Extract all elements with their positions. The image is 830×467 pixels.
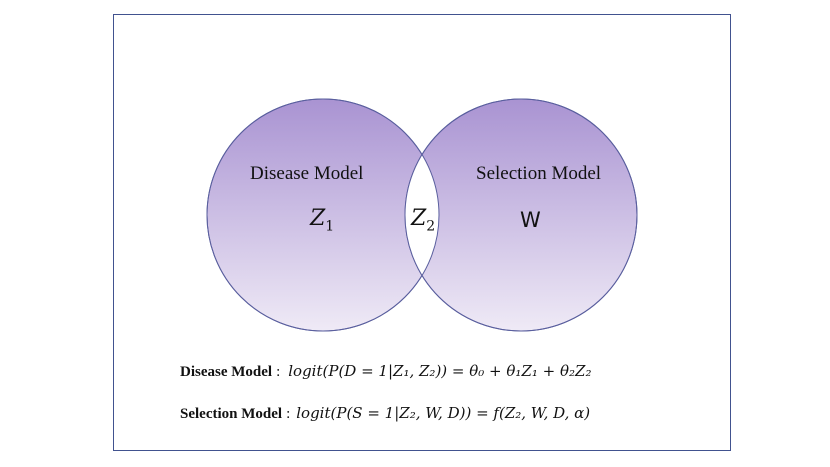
disease-model-equation: Disease Model: logit(P(D = 1|Z₁, Z₂)) = θ… bbox=[180, 362, 591, 381]
equation-formula: logit(P(S = 1|Z₂, W, D)) = f(Z₂, W, D, α… bbox=[296, 404, 591, 422]
z1-subscript: 1 bbox=[325, 218, 335, 235]
z2-base: Z bbox=[411, 206, 427, 231]
disease-model-outline bbox=[206, 98, 440, 332]
selection-model-label: Selection Model bbox=[476, 163, 602, 184]
z2-variable: Z2 bbox=[411, 206, 435, 234]
equation-label: Selection Model bbox=[180, 406, 283, 422]
selection-model-outline bbox=[404, 98, 638, 332]
z2-subscript: 2 bbox=[426, 218, 436, 235]
z1-base: Z bbox=[310, 206, 326, 231]
disease-model-label: Disease Model bbox=[250, 163, 364, 184]
w-variable: W bbox=[520, 208, 541, 232]
selection-model-equation: Selection Model: logit(P(S = 1|Z₂, W, D))… bbox=[180, 404, 590, 423]
equation-formula: logit(P(D = 1|Z₁, Z₂)) = θ₀ + θ₁Z₁ + θ₂Z… bbox=[288, 362, 592, 380]
diagram-frame bbox=[113, 14, 731, 451]
equation-colon: : bbox=[276, 364, 281, 380]
z1-variable: Z1 bbox=[310, 206, 334, 234]
equation-colon: : bbox=[286, 406, 291, 422]
equation-label: Disease Model bbox=[180, 364, 273, 380]
